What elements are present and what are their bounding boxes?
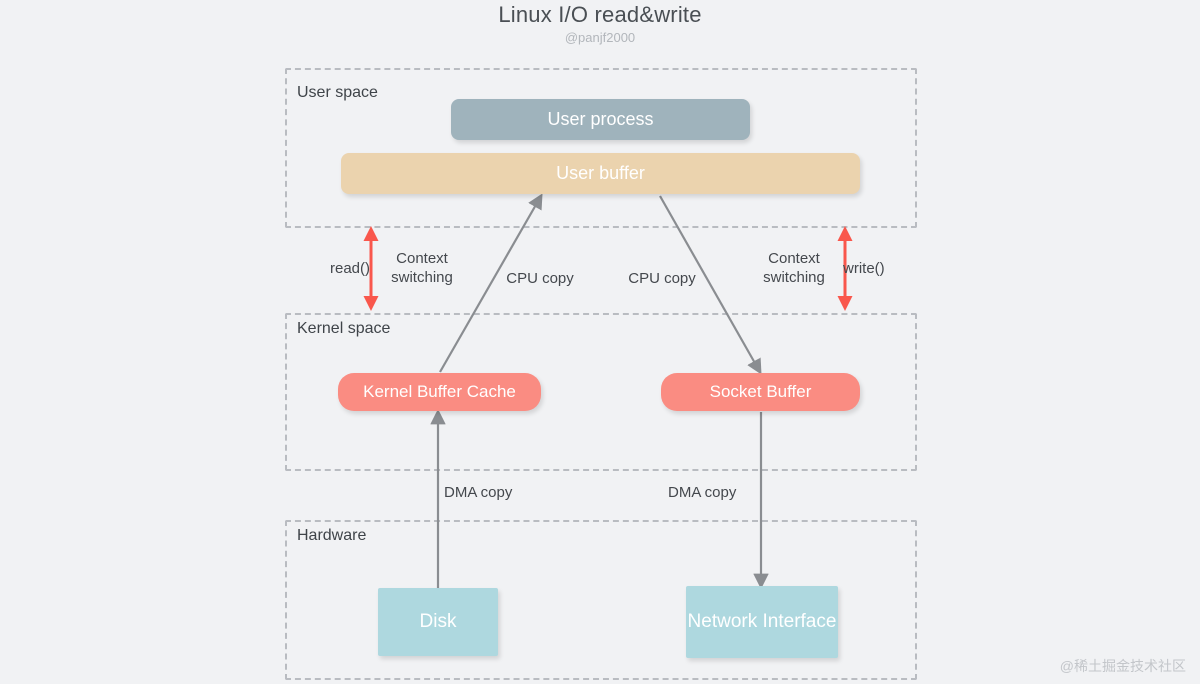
zone-kernel-space [285, 313, 917, 471]
edge-label-dma-copy-left: DMA copy [444, 484, 513, 501]
node-kernel-buffer-cache-label: Kernel Buffer Cache [363, 382, 516, 402]
node-network-interface-label: Network Interface [687, 611, 837, 633]
page-title: Linux I/O read&write [498, 2, 702, 27]
edge-label-cpu-copy-left: CPU copy [506, 270, 574, 287]
watermark: @稀土掘金技术社区 [1059, 658, 1186, 674]
zone-user-space-label: User space [297, 84, 378, 101]
node-user-buffer[interactable]: User buffer [341, 153, 860, 194]
edge-label-write-syscall: write() [843, 260, 885, 277]
zone-user-space [285, 68, 917, 228]
edge-label-dma-copy-right: DMA copy [668, 484, 737, 501]
zone-kernel-space-label: Kernel space [297, 320, 391, 337]
node-disk-label: Disk [419, 611, 457, 633]
edge-label-context-switch-left: Context switching [391, 250, 453, 286]
node-socket-buffer[interactable]: Socket Buffer [661, 373, 860, 411]
node-socket-buffer-label: Socket Buffer [709, 382, 812, 402]
zone-hardware-label: Hardware [297, 527, 367, 544]
node-network-interface[interactable]: Network Interface [686, 586, 838, 658]
node-kernel-buffer-cache[interactable]: Kernel Buffer Cache [338, 373, 541, 411]
node-user-process-label: User process [547, 109, 654, 130]
edge-label-read-syscall: read() [329, 260, 370, 277]
node-user-process[interactable]: User process [451, 99, 750, 140]
page-subtitle: @panjf2000 [564, 30, 636, 45]
zone-hardware [285, 520, 917, 680]
node-disk[interactable]: Disk [378, 588, 498, 656]
node-user-buffer-label: User buffer [556, 163, 645, 184]
edge-label-cpu-copy-right: CPU copy [628, 270, 696, 287]
edge-label-context-switch-right: Context switching [763, 250, 825, 286]
